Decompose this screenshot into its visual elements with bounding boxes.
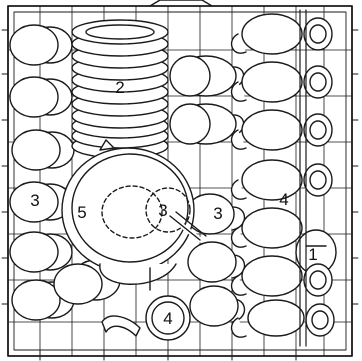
- callout-labels: 1 2 3 3 3 4 4 5: [30, 78, 317, 328]
- small-pot: [101, 295, 191, 341]
- callout-label-4-bottom: 4: [163, 309, 172, 328]
- middle-cup-1: [169, 55, 245, 97]
- middle-cup-2: [169, 103, 245, 145]
- callout-label-3-left: 3: [30, 191, 39, 210]
- callout-label-4-right: 4: [279, 190, 288, 209]
- right-mug-1: [230, 13, 333, 55]
- left-cup-1: [9, 24, 73, 66]
- right-mug-3: [230, 109, 333, 151]
- left-cup-2: [9, 76, 73, 118]
- left-cup-5: [9, 231, 73, 273]
- left-cup-column: [9, 24, 121, 321]
- callout-label-3-right: 3: [213, 204, 222, 223]
- right-mug-column: [230, 13, 337, 338]
- large-bowl: [61, 139, 195, 291]
- middle-cup-4: [187, 241, 246, 283]
- cup-rack-rail: [299, 9, 307, 347]
- right-mug-6: [230, 255, 333, 297]
- right-mug-2: [230, 61, 333, 103]
- left-cup-3: [11, 129, 75, 171]
- middle-cup-column: [169, 55, 246, 327]
- callout-label-3-center: 3: [158, 201, 167, 220]
- right-mug-7: [230, 299, 335, 338]
- callout-label-2: 2: [115, 78, 124, 97]
- right-mug-4: [230, 159, 333, 201]
- saucer-stack: [71, 19, 169, 159]
- callout-label-5: 5: [77, 203, 86, 222]
- callout-label-1: 1: [308, 245, 317, 264]
- small-cup-in-bowl: [145, 187, 207, 243]
